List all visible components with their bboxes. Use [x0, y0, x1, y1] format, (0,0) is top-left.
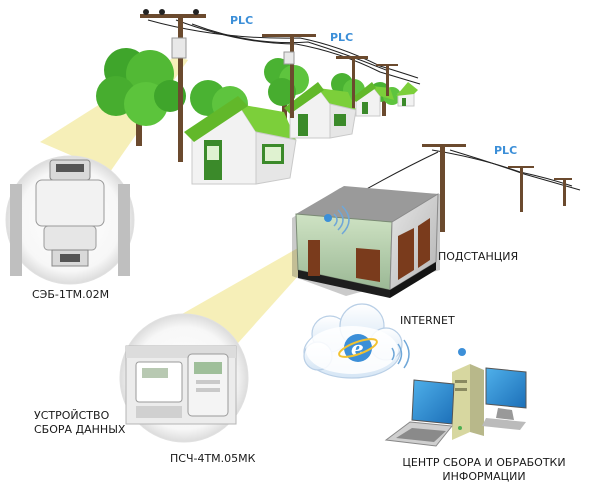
seb-meter-callout	[5, 155, 135, 285]
psch-meter-label: ПСЧ-4ТМ.05МК	[170, 452, 256, 465]
browser-e-icon: e	[338, 334, 378, 362]
tree	[264, 58, 309, 124]
substation-door	[356, 248, 380, 282]
info-center-label-line2: ИНФОРМАЦИИ	[442, 470, 526, 483]
pole	[140, 9, 206, 162]
plc-label: PLC	[330, 31, 354, 44]
internet-cloud: e	[303, 303, 410, 379]
substation-building	[292, 186, 440, 298]
psch-meter-callout	[119, 313, 249, 443]
substation-door	[398, 228, 414, 280]
pole	[336, 56, 368, 108]
pole	[376, 64, 398, 96]
seb-meter-label: СЭБ-1ТМ.02М	[32, 288, 110, 301]
laptop	[384, 379, 455, 447]
signal-waves	[391, 339, 410, 369]
data-collector-label-line2: СБОРА ДАННЫХ	[34, 423, 126, 436]
signal-waves	[333, 205, 350, 235]
data-collector-label: УСТРОЙСТВО СБОРА ДАННЫХ	[34, 409, 125, 437]
pole	[508, 166, 534, 212]
pole	[422, 144, 466, 232]
house-tiny	[396, 82, 418, 107]
server-tower	[452, 364, 484, 440]
antenna-icon	[458, 348, 466, 356]
houses	[184, 82, 418, 185]
pole	[554, 178, 572, 206]
pole	[262, 34, 316, 118]
monitor-right	[482, 367, 527, 430]
trees	[96, 48, 401, 146]
substation-label: ПОДСТАНЦИЯ	[438, 250, 519, 263]
data-center-computer	[384, 348, 527, 447]
plc-label: PLC	[230, 14, 254, 27]
power-lines	[147, 19, 581, 197]
internet-label: INTERNET	[400, 314, 455, 327]
substation-door	[308, 240, 320, 276]
plc-label: PLC	[494, 144, 518, 157]
utility-poles	[140, 9, 572, 232]
data-collector-label-line1: УСТРОЙСТВО	[34, 409, 110, 422]
info-center-label-line1: ЦЕНТР СБОРА И ОБРАБОТКИ	[402, 456, 566, 469]
antenna-icon	[324, 214, 332, 222]
substation-door	[418, 218, 430, 268]
info-center-label: ЦЕНТР СБОРА И ОБРАБОТКИ ИНФОРМАЦИИ	[386, 456, 582, 484]
house-large	[184, 96, 297, 185]
